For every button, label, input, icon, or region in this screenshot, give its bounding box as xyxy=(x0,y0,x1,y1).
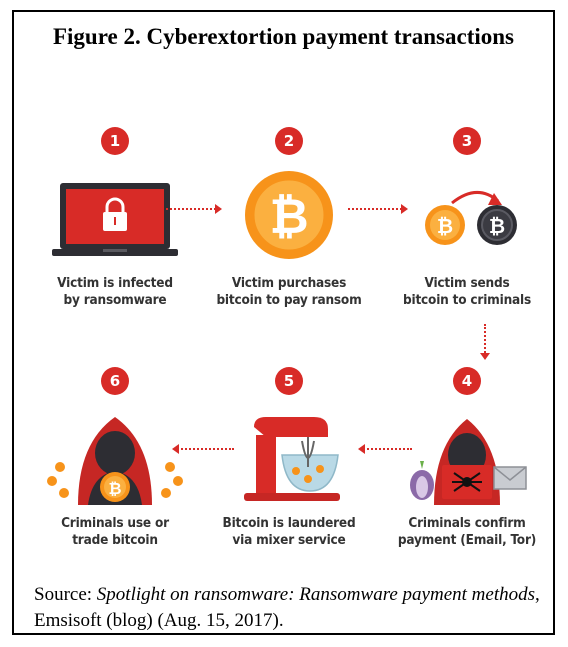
source-title: Spotlight on ransomware: Ransomware paym… xyxy=(96,584,536,605)
bitcoin-coin-icon: ₿ xyxy=(204,165,374,265)
svg-text:₿: ₿ xyxy=(269,189,308,245)
figure-frame: Figure 2. Cyberextortion payment transac… xyxy=(12,10,555,635)
hacker-bitcoin-icon: ₿ xyxy=(30,405,200,505)
step-3-badge: 3 xyxy=(453,127,481,155)
svg-text:₿: ₿ xyxy=(108,479,121,498)
stand-mixer-icon xyxy=(204,405,374,505)
figure-title: Figure 2. Cyberextortion payment transac… xyxy=(52,24,515,49)
arrow-3-to-4 xyxy=(480,324,490,360)
svg-text:₿: ₿ xyxy=(489,214,505,238)
arrow-4-to-5 xyxy=(358,444,412,454)
step-5-badge: 5 xyxy=(275,367,303,395)
arrow-5-to-6 xyxy=(172,444,234,454)
bitcoin-transfer-icon: ₿ ₿ xyxy=(382,165,552,265)
laptop-lock-icon xyxy=(30,165,200,265)
arrow-1-to-2 xyxy=(162,204,222,214)
figure-source: Source: Spotlight on ransomware: Ransomw… xyxy=(34,584,540,631)
step-2-badge: 2 xyxy=(275,127,303,155)
step-6-badge: 6 xyxy=(101,367,129,395)
hacker-spider-email-tor-icon xyxy=(382,405,552,505)
step-4-badge: 4 xyxy=(453,367,481,395)
step-1-badge: 1 xyxy=(101,127,129,155)
svg-text:₿: ₿ xyxy=(437,214,453,238)
arrow-2-to-3 xyxy=(348,204,408,214)
